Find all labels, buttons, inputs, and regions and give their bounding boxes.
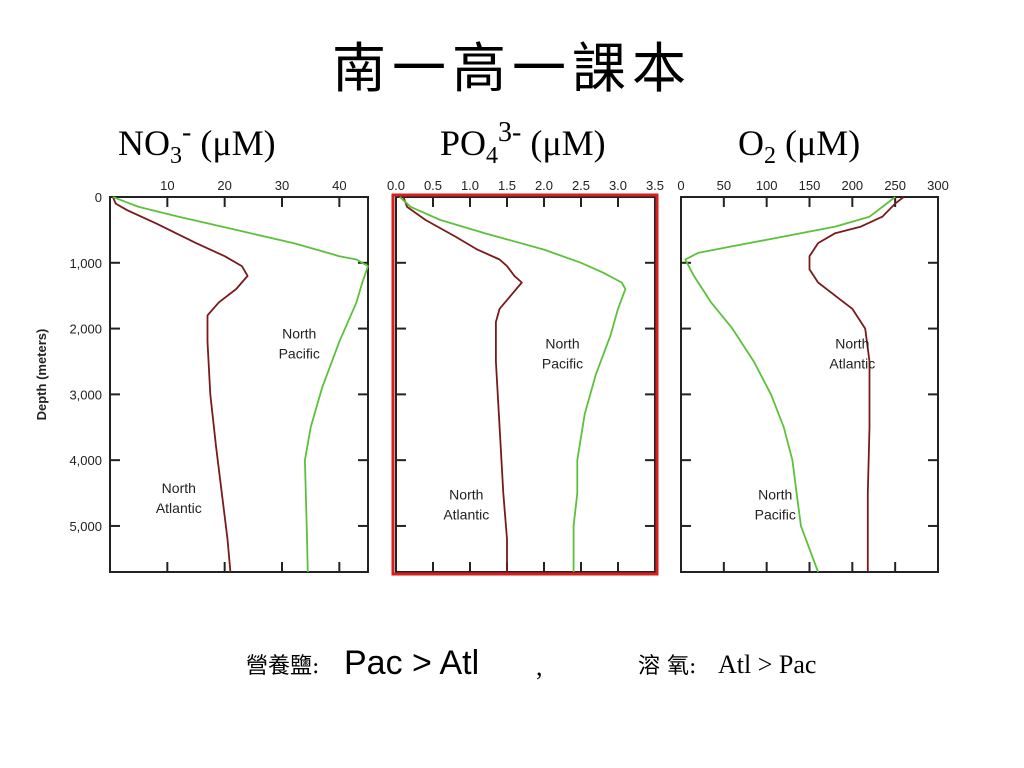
x-tick-label: 3.5 xyxy=(646,178,664,193)
x-tick-label: 30 xyxy=(275,178,289,193)
x-tick-label: 3.0 xyxy=(609,178,627,193)
annotation-line: Atlantic xyxy=(156,500,202,516)
panel-title-superscript: - xyxy=(182,117,192,148)
x-tick-label: 20 xyxy=(217,178,231,193)
plot-frame xyxy=(680,196,939,573)
panel-title-oxygen: O2 (μM) xyxy=(738,118,860,168)
x-tick-label: 1.5 xyxy=(498,178,516,193)
x-tick-label: 1.0 xyxy=(461,178,479,193)
x-tick-label: 2.0 xyxy=(535,178,553,193)
footer-nutrient-label: 營養鹽: xyxy=(246,654,320,679)
panel-title-unit: (μM) xyxy=(776,123,861,163)
panel-title-subscript: 3 xyxy=(170,143,182,169)
x-tick-label: 250 xyxy=(884,178,906,193)
y-tick-label: 2,000 xyxy=(69,322,102,337)
panel-title-nitrate: NO3- (μM) xyxy=(118,117,276,169)
series-line-north-atlantic xyxy=(112,196,249,573)
annotation-line: Pacific xyxy=(755,507,796,523)
panel-title-phosphate: PO43- (μM) xyxy=(440,117,606,169)
annotation-line: North xyxy=(758,487,792,503)
x-tick-label: 100 xyxy=(756,178,778,193)
x-tick-label: 0 xyxy=(677,178,684,193)
footer-separator: , xyxy=(536,652,543,681)
highlight-box xyxy=(391,193,659,576)
annotation-line: North xyxy=(162,480,196,496)
series-line-north-atlantic xyxy=(808,196,905,572)
y-axis-label: Depth (meters) xyxy=(34,329,49,421)
x-tick-label: 0.5 xyxy=(424,178,442,193)
x-tick-label: 10 xyxy=(160,178,174,193)
series-line-north-atlantic xyxy=(402,196,523,572)
footer-oxygen-compare: Atl > Pac xyxy=(718,650,817,679)
x-tick-label: 200 xyxy=(841,178,863,193)
panel-title-base: NO xyxy=(118,123,170,163)
series-line-north-pacific xyxy=(112,196,369,573)
y-tick-label: 4,000 xyxy=(69,453,102,468)
x-tick-label: 150 xyxy=(799,178,821,193)
y-tick-label: 0 xyxy=(95,190,102,205)
annotation-line: Atlantic xyxy=(443,507,489,523)
x-tick-label: 300 xyxy=(927,178,949,193)
series-line-north-pacific xyxy=(684,196,896,573)
x-tick-label: 40 xyxy=(332,178,346,193)
annotation-line: North xyxy=(835,335,869,351)
y-tick-label: 3,000 xyxy=(69,387,102,402)
annotation-line: North xyxy=(545,335,579,351)
annotation-line: Pacific xyxy=(279,345,320,361)
annotation-line: Pacific xyxy=(542,355,583,371)
panel-title-subscript: 4 xyxy=(486,143,499,169)
footer-nutrient-compare: Pac > Atl xyxy=(344,644,480,682)
panel-title-subscript: 2 xyxy=(764,143,776,169)
plot-frame xyxy=(395,196,656,573)
plot-frame xyxy=(109,196,369,573)
series-line-north-pacific xyxy=(399,196,627,572)
x-tick-label: 0.0 xyxy=(387,178,405,193)
panel-title-superscript: 3- xyxy=(498,117,522,148)
y-tick-label: 1,000 xyxy=(69,256,102,271)
x-tick-label: 50 xyxy=(717,178,731,193)
y-tick-label: 5,000 xyxy=(69,519,102,534)
panel-title-base: PO xyxy=(440,123,487,163)
annotation-line: North xyxy=(449,487,483,503)
x-tick-label: 2.5 xyxy=(572,178,590,193)
annotation-line: Atlantic xyxy=(829,355,875,371)
slide-title: 南一高一課本 xyxy=(332,37,692,100)
panel-title-unit: (μM) xyxy=(191,123,276,163)
panel-title-unit: (μM) xyxy=(521,123,606,163)
annotation-line: North xyxy=(282,325,316,341)
footer-oxygen-label: 溶 氧: xyxy=(638,654,697,679)
panel-title-base: O xyxy=(738,123,764,163)
